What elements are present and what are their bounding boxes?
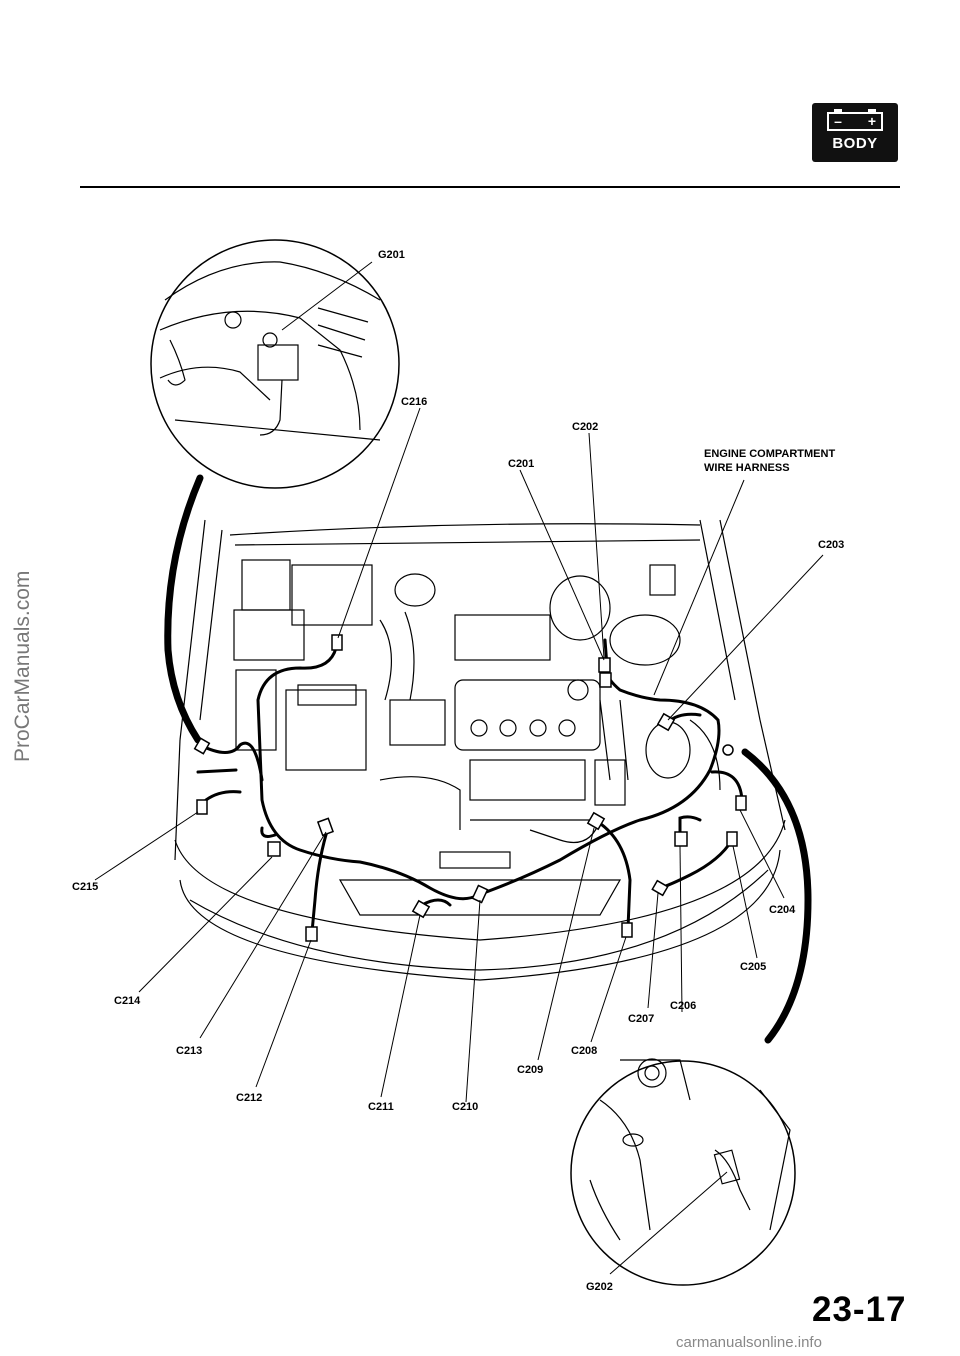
label-g202: G202 (586, 1281, 613, 1293)
g201-ground-cable (164, 474, 204, 744)
svg-text:+: + (868, 113, 876, 129)
g201-detail-view (150, 239, 400, 489)
c215-lower-connector-icon (196, 799, 208, 815)
label-c204: C204 (769, 904, 796, 916)
label-c207: C207 (628, 1013, 654, 1025)
c215-connector-icon (193, 737, 211, 755)
label-g201: G201 (378, 249, 405, 261)
label-harness-line1: ENGINE COMPARTMENT (704, 448, 835, 460)
c207-connector-icon (651, 879, 669, 897)
label-c208: C208 (571, 1045, 597, 1057)
badge-label: BODY (832, 135, 878, 152)
c212-connector-icon (305, 926, 318, 942)
header-rule (80, 186, 900, 188)
c201-connector-icon (599, 672, 612, 688)
battery-icon: – + (827, 109, 883, 131)
label-c209: C209 (517, 1064, 543, 1076)
label-c214: C214 (114, 995, 141, 1007)
callout-leader-lines (94, 261, 824, 1275)
vehicle-body-outline (174, 519, 786, 981)
c204-connector-icon (735, 795, 747, 811)
c208-connector-icon (621, 922, 633, 938)
label-c211: C211 (368, 1101, 394, 1113)
label-c203: C203 (818, 539, 844, 551)
label-c216: C216 (401, 396, 427, 408)
connector-symbols (193, 634, 747, 942)
section-badge: – + BODY (812, 103, 898, 162)
diagram-labels: G201 C216 C202 C201 ENGINE COMPARTMENT W… (72, 249, 844, 1293)
bottom-watermark: carmanualsonline.info (676, 1334, 822, 1351)
c206-connector-icon (674, 831, 688, 847)
label-c212: C212 (236, 1092, 262, 1104)
label-c213: C213 (176, 1045, 202, 1057)
c210-connector-icon (471, 884, 489, 904)
page-number: 23-17 (812, 1290, 907, 1329)
label-c202: C202 (572, 421, 598, 433)
g202-ground-cable (741, 748, 812, 1044)
c209-connector-icon (586, 811, 606, 831)
label-c205: C205 (740, 961, 766, 973)
label-c215: C215 (72, 881, 98, 893)
c214-connector-icon (267, 841, 281, 857)
c211-connector-icon (411, 899, 431, 919)
c202-connector-icon (598, 657, 611, 673)
label-c210: C210 (452, 1101, 478, 1113)
g202-detail-view (570, 1058, 796, 1286)
label-c201: C201 (508, 458, 534, 470)
c216-connector-icon (331, 634, 343, 651)
engine-components (233, 559, 721, 844)
c205-connector-icon (726, 831, 738, 847)
c213-connector-icon (316, 817, 334, 837)
label-c206: C206 (670, 1000, 696, 1012)
g202-ground-point-icon (722, 744, 734, 756)
label-harness-line2: WIRE HARNESS (704, 462, 790, 474)
svg-text:–: – (834, 113, 842, 129)
